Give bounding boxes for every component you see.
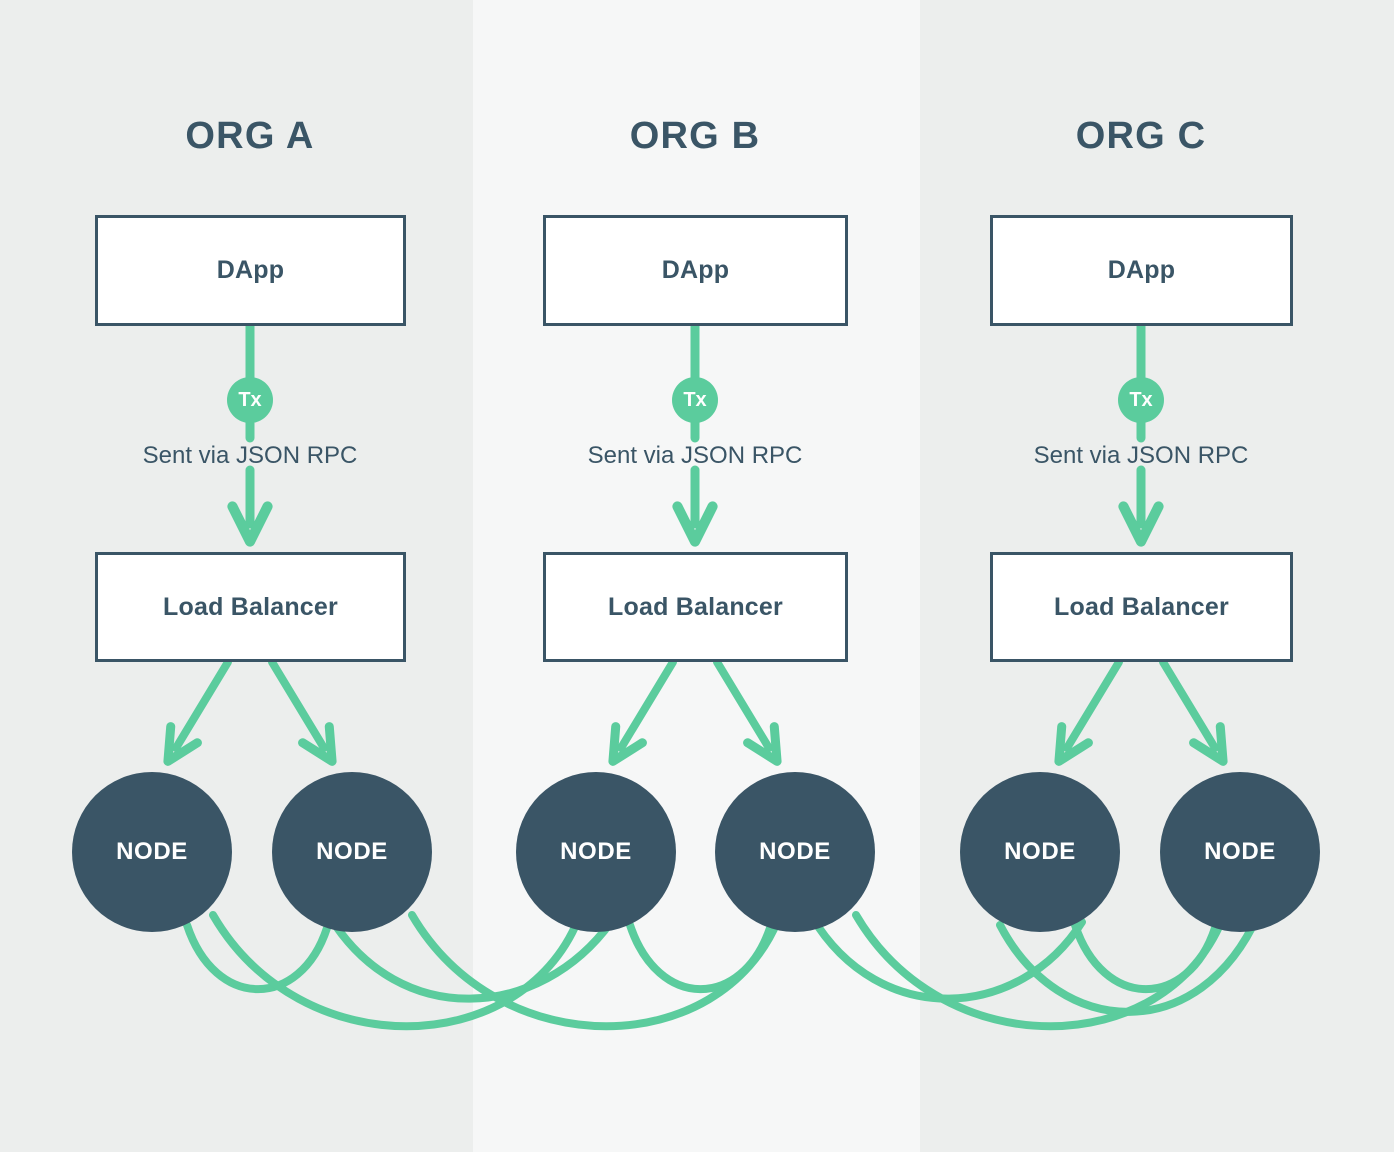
tx-badge-label-org-a: Tx bbox=[238, 389, 262, 411]
mesh-link-c1-c2 bbox=[1071, 921, 1219, 993]
mesh-link-a1-a2 bbox=[183, 921, 331, 993]
tx-badge-org-b[interactable]: Tx bbox=[672, 377, 718, 423]
node-label-b2: NODE bbox=[759, 838, 831, 865]
lb-to-node-arrow-a1 bbox=[163, 658, 232, 766]
load-balancer-label-org-b: Load Balancer bbox=[608, 592, 783, 621]
load-balancer-box-org-b[interactable]: Load Balancer bbox=[543, 552, 848, 662]
node-circle-c1[interactable]: NODE bbox=[960, 772, 1120, 932]
dapp-label-org-c: DApp bbox=[1107, 256, 1176, 284]
column-title-org-a: ORG A bbox=[185, 115, 315, 157]
mesh-link-b2-c1-inner bbox=[808, 913, 1086, 1003]
column-title-org-b: ORG B bbox=[629, 115, 761, 157]
rpc-label-org-c: Sent via JSON RPC bbox=[1033, 442, 1249, 469]
dapp-box-org-c[interactable]: DApp bbox=[990, 215, 1293, 326]
tx-badge-label-org-b: Tx bbox=[683, 389, 707, 411]
node-circle-c2[interactable]: NODE bbox=[1160, 772, 1320, 932]
mesh-link-b1-b2 bbox=[626, 921, 774, 993]
node-circle-a1[interactable]: NODE bbox=[72, 772, 232, 932]
node-label-a1: NODE bbox=[116, 838, 188, 865]
node-label-b1: NODE bbox=[560, 838, 632, 865]
mesh-link-a1-b1 bbox=[209, 911, 582, 1031]
rpc-label-org-b: Sent via JSON RPC bbox=[587, 442, 803, 469]
node-circle-b1[interactable]: NODE bbox=[516, 772, 676, 932]
dapp-box-org-a[interactable]: DApp bbox=[95, 215, 406, 326]
tx-badge-label-org-c: Tx bbox=[1129, 389, 1153, 411]
node-label-a2: NODE bbox=[316, 838, 388, 865]
load-balancer-box-org-c[interactable]: Load Balancer bbox=[990, 552, 1293, 662]
tx-badge-org-a[interactable]: Tx bbox=[227, 377, 273, 423]
lb-to-node-arrow-c1 bbox=[1054, 658, 1123, 766]
lb-to-node-arrow-a2 bbox=[268, 658, 337, 766]
node-circle-b2[interactable]: NODE bbox=[715, 772, 875, 932]
dapp-box-org-b[interactable]: DApp bbox=[543, 215, 848, 326]
node-label-c2: NODE bbox=[1204, 838, 1276, 865]
node-circle-a2[interactable]: NODE bbox=[272, 772, 432, 932]
column-title-org-c: ORG C bbox=[1075, 115, 1207, 157]
node-label-c1: NODE bbox=[1004, 838, 1076, 865]
dapp-label-org-a: DApp bbox=[216, 256, 285, 284]
lb-to-node-arrow-b2 bbox=[713, 658, 782, 766]
load-balancer-box-org-a[interactable]: Load Balancer bbox=[95, 552, 406, 662]
tx-badge-org-c[interactable]: Tx bbox=[1118, 377, 1164, 423]
lb-to-node-arrow-c2 bbox=[1159, 658, 1228, 766]
load-balancer-label-org-a: Load Balancer bbox=[163, 592, 338, 621]
rpc-label-org-a: Sent via JSON RPC bbox=[142, 442, 358, 469]
load-balancer-label-org-c: Load Balancer bbox=[1054, 592, 1229, 621]
mesh-link-a2-b1 bbox=[326, 913, 615, 1003]
lb-to-node-arrow-b1 bbox=[608, 658, 677, 766]
mesh-link-c2-c1-outer bbox=[996, 911, 1262, 1016]
dapp-label-org-b: DApp bbox=[661, 256, 730, 284]
